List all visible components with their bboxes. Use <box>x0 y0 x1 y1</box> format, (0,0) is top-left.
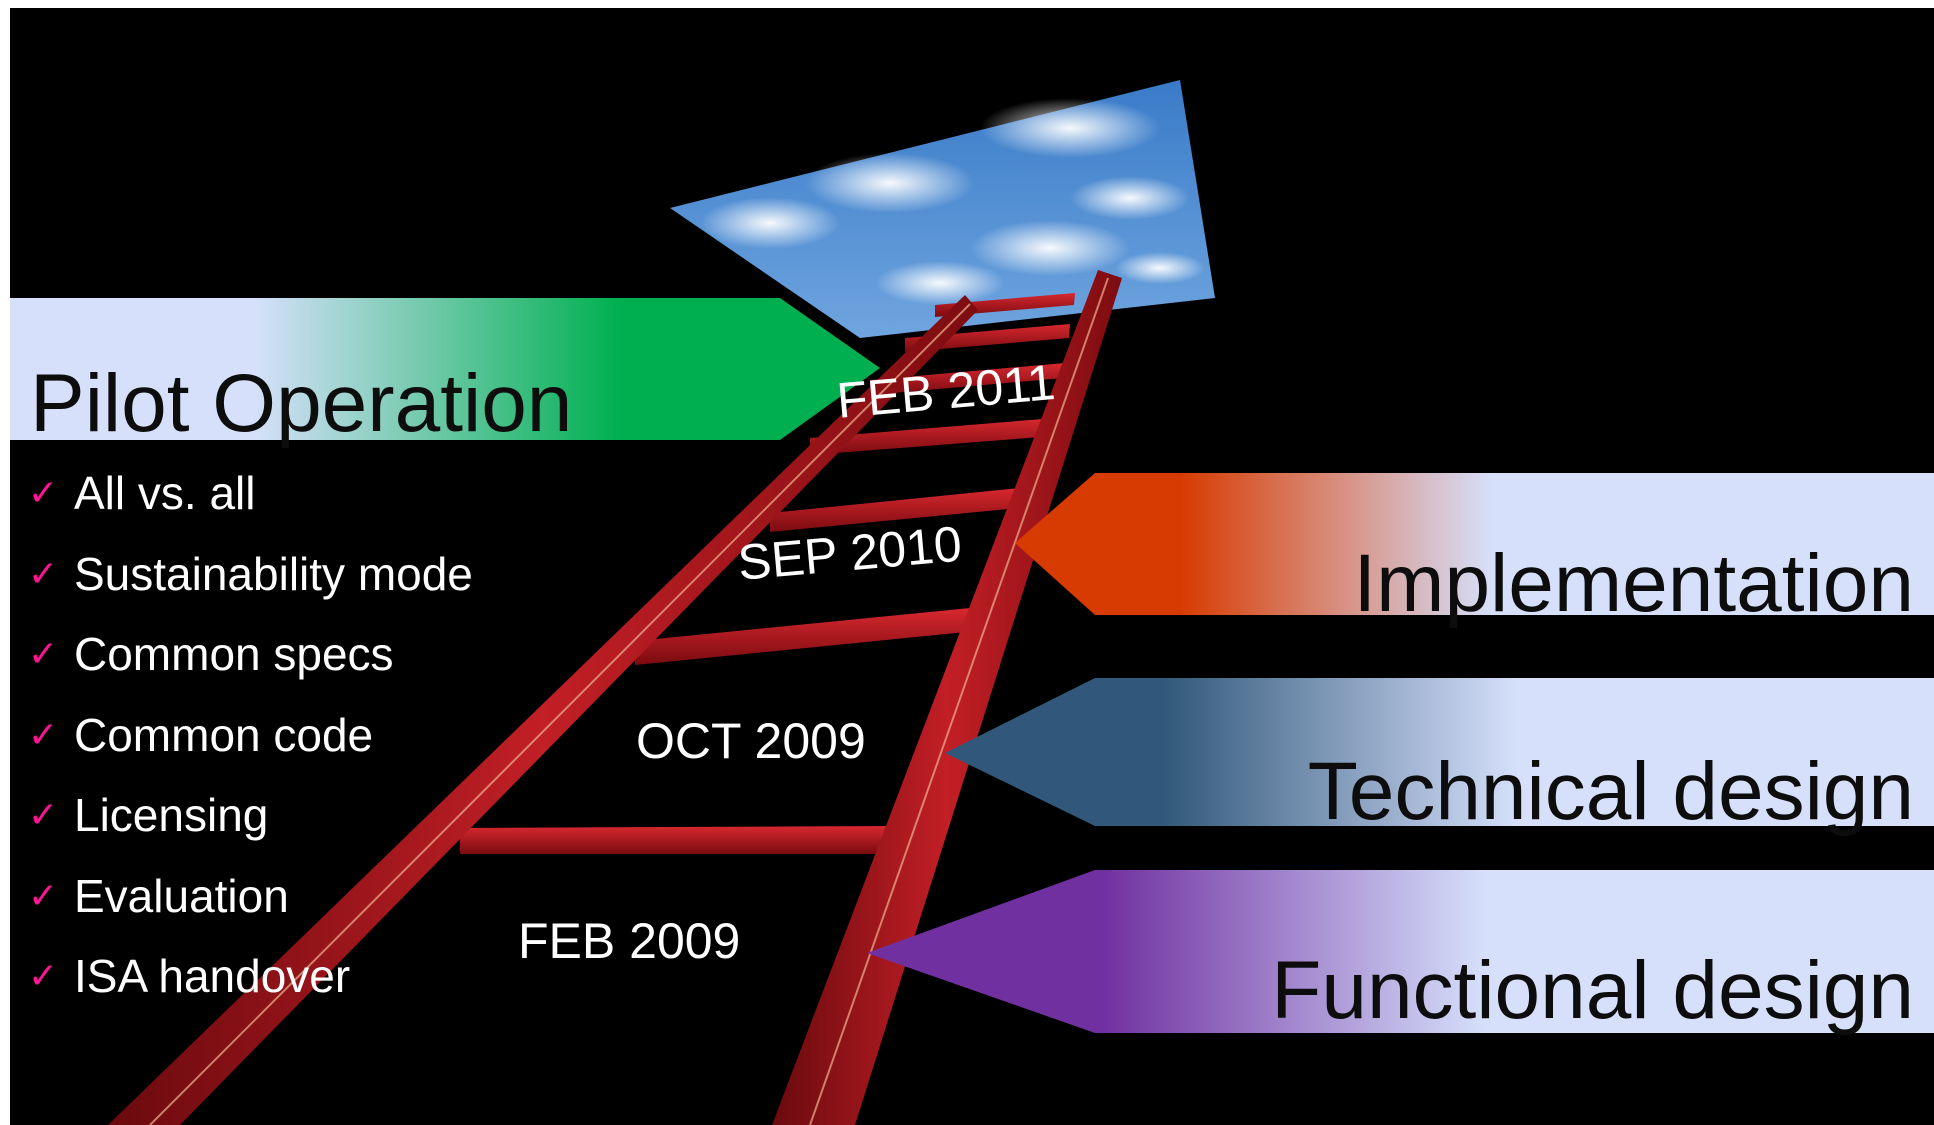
pilot-operation-title: Pilot Operation <box>30 358 573 449</box>
list-item: ✓ISA handover <box>28 950 351 1003</box>
list-item: ✓Common specs <box>28 628 394 681</box>
list-item: ✓All vs. all <box>28 467 256 520</box>
list-item: ✓Sustainability mode <box>28 547 473 600</box>
list-item: ✓Common code <box>28 708 374 761</box>
list-item: ✓Evaluation <box>28 869 289 922</box>
checkmark-icon: ✓ <box>28 794 59 836</box>
ladder-illustration <box>10 80 1934 1125</box>
functional-design-title: Functional design <box>1271 945 1914 1036</box>
checkmark-icon: ✓ <box>28 472 59 514</box>
pilot-operation-banner <box>10 298 880 440</box>
technical-design-banner <box>945 678 1934 826</box>
ladder-left-rail <box>108 295 978 1125</box>
ladder-right-rail <box>772 270 1122 1125</box>
technical-design-title: Technical design <box>1307 746 1914 837</box>
date-oct-2009: OCT 2009 <box>636 713 866 769</box>
checkmark-icon: ✓ <box>28 713 59 755</box>
checkmark-icon: ✓ <box>28 552 59 594</box>
checkmark-icon: ✓ <box>28 955 59 997</box>
implementation-banner <box>1015 473 1934 615</box>
checkmark-icon: ✓ <box>28 633 59 675</box>
functional-design-banner <box>867 870 1934 1033</box>
list-item: ✓Licensing <box>28 789 269 842</box>
implementation-title: Implementation <box>1353 538 1914 629</box>
checkmark-icon: ✓ <box>28 874 59 916</box>
pilot-checklist: ✓All vs. all ✓Sustainability mode ✓Commo… <box>28 453 473 1017</box>
date-feb-2009: FEB 2009 <box>518 913 741 969</box>
slide: Pilot Operation Implementation Technical… <box>10 8 1934 1125</box>
